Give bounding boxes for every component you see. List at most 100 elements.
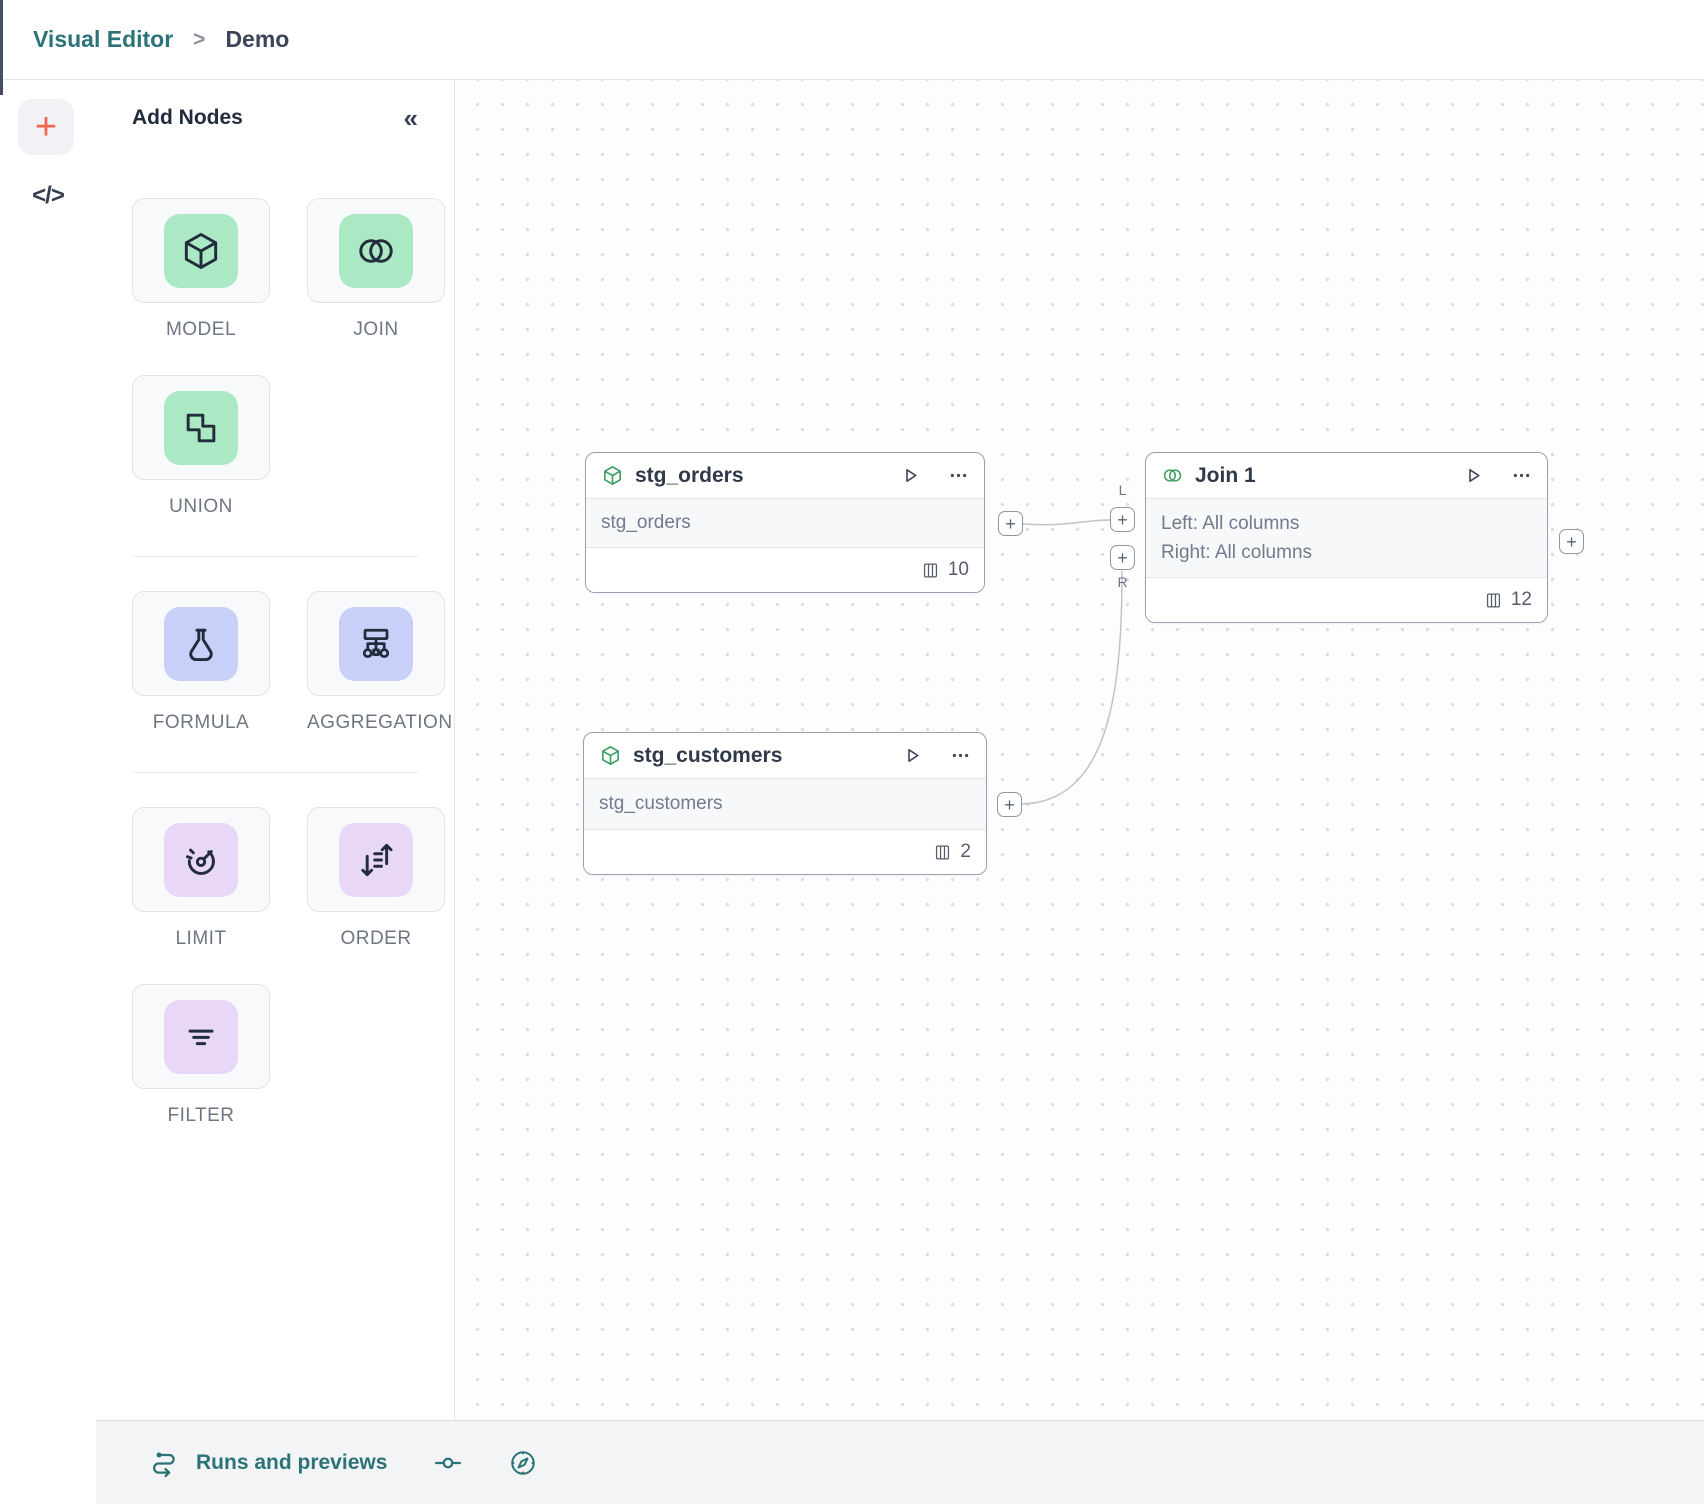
node-body: Left: All columns Right: All columns — [1146, 499, 1547, 578]
node-footer: 2 — [584, 830, 986, 874]
node-menu-button[interactable] — [1511, 465, 1532, 486]
palette-body: MODEL JOIN — [96, 130, 454, 1127]
breadcrumb-section[interactable]: Visual Editor — [33, 26, 174, 52]
plus-icon: + — [1004, 794, 1015, 815]
node-header: stg_customers — [584, 733, 986, 779]
edge-orders-to-join-left[interactable] — [1022, 519, 1111, 526]
palette-tile-aggregation[interactable]: AGGREGATION — [307, 591, 453, 734]
runs-route-icon — [153, 1451, 175, 1477]
tile-label: JOIN — [353, 319, 399, 340]
tile-label: ORDER — [340, 928, 412, 949]
left-toolbar: + </> — [0, 80, 96, 1504]
palette-tile-join[interactable]: JOIN — [307, 198, 445, 341]
model-cube-icon — [601, 464, 624, 487]
tile-row: LIMIT ORDER — [132, 807, 445, 950]
aggregation-tree-icon — [339, 606, 413, 681]
join-venn-icon — [1161, 464, 1184, 487]
collapse-panel-icon[interactable]: « — [403, 103, 418, 133]
port-label-left: L — [1118, 482, 1127, 498]
node-menu-button[interactable] — [948, 465, 969, 486]
port-join-input-left[interactable]: + — [1110, 507, 1135, 532]
node-title: stg_orders — [635, 463, 744, 487]
code-icon: </> — [32, 182, 65, 209]
commit-icon[interactable] — [433, 1448, 463, 1478]
palette-tile-model[interactable]: MODEL — [132, 198, 270, 341]
order-sort-icon — [339, 822, 413, 897]
columns-icon — [923, 563, 937, 577]
statusbar: Runs and previews — [96, 1420, 1704, 1504]
tile-label: UNION — [169, 496, 233, 517]
port-stg-customers-output[interactable]: + — [997, 792, 1022, 817]
plus-icon: + — [34, 106, 58, 148]
node-stg-orders[interactable]: stg_orders stg_orders 10 — [585, 452, 985, 593]
tile-label: MODEL — [165, 319, 237, 340]
add-nodes-panel: Add Nodes « MODEL — [96, 80, 455, 1420]
tile-label: AGGREGATION — [307, 712, 453, 733]
limit-gauge-icon — [164, 822, 238, 897]
node-stg-customers[interactable]: stg_customers stg_customers 2 — [583, 732, 987, 875]
node-menu-button[interactable] — [950, 745, 971, 766]
breadcrumb-page: Demo — [225, 26, 290, 52]
palette-tile-limit[interactable]: LIMIT — [132, 807, 270, 950]
tile-row: MODEL JOIN — [132, 198, 445, 341]
node-join-1[interactable]: Join 1 Left: All columns Right: All colu… — [1145, 452, 1548, 623]
code-view-button[interactable]: </> — [0, 182, 96, 210]
node-title: stg_customers — [633, 743, 783, 767]
node-body-line: Left: All columns — [1161, 512, 1300, 534]
union-shapes-icon — [164, 390, 238, 465]
join-venn-icon — [339, 213, 413, 288]
tile-row: UNION — [132, 375, 418, 518]
run-node-button[interactable] — [902, 745, 923, 766]
header: Visual Editor > Demo — [0, 0, 1704, 80]
column-count: 10 — [947, 559, 969, 580]
window-edge — [0, 0, 3, 95]
column-count: 2 — [960, 841, 971, 862]
palette-tile-order[interactable]: ORDER — [307, 807, 445, 950]
port-join-input-right[interactable]: + — [1110, 545, 1135, 570]
plus-icon: + — [1117, 547, 1128, 568]
column-count: 12 — [1510, 589, 1532, 610]
palette-tile-formula[interactable]: FORMULA — [132, 591, 270, 734]
node-footer: 12 — [1146, 578, 1547, 622]
node-body-line: Right: All columns — [1161, 541, 1313, 563]
plus-icon: + — [1005, 513, 1016, 534]
tile-label: LIMIT — [175, 928, 227, 949]
divider — [132, 772, 418, 773]
columns-icon — [1486, 593, 1500, 607]
edges-layer — [1021, 519, 1123, 805]
port-join-output[interactable]: + — [1559, 529, 1584, 554]
filter-lines-icon — [164, 999, 238, 1074]
node-body: stg_orders — [586, 499, 984, 548]
plus-icon: + — [1117, 509, 1128, 530]
model-cube-icon — [599, 744, 622, 767]
node-footer: 10 — [586, 548, 984, 592]
palette-header: Add Nodes « — [96, 80, 454, 133]
tile-label: FILTER — [167, 1105, 235, 1126]
runs-label: Runs and previews — [196, 1450, 388, 1474]
breadcrumb-separator: > — [193, 27, 206, 51]
node-title: Join 1 — [1195, 463, 1256, 487]
palette-tile-union[interactable]: UNION — [132, 375, 270, 518]
canvas[interactable]: stg_orders stg_orders 10 — [455, 80, 1704, 1420]
columns-icon — [936, 845, 950, 859]
tile-row: FILTER — [132, 984, 418, 1127]
compass-icon[interactable] — [508, 1448, 538, 1478]
palette-tile-filter[interactable]: FILTER — [132, 984, 270, 1127]
run-node-button[interactable] — [1463, 465, 1484, 486]
node-header: stg_orders — [586, 453, 984, 499]
node-body-line: stg_customers — [599, 793, 723, 814]
tile-label: FORMULA — [152, 712, 250, 733]
plus-icon: + — [1566, 531, 1577, 552]
tile-row: FORMULA AGGREGATION — [132, 591, 452, 734]
node-body: stg_customers — [584, 779, 986, 830]
model-cube-icon — [164, 213, 238, 288]
runs-and-previews-button[interactable]: Runs and previews — [148, 1447, 387, 1479]
node-body-line: stg_orders — [601, 512, 691, 533]
node-header: Join 1 — [1146, 453, 1547, 499]
divider — [132, 556, 418, 557]
edge-customers-to-join-right[interactable] — [1021, 570, 1123, 805]
run-node-button[interactable] — [900, 465, 921, 486]
port-stg-orders-output[interactable]: + — [998, 511, 1023, 536]
add-node-button[interactable]: + — [18, 99, 74, 155]
